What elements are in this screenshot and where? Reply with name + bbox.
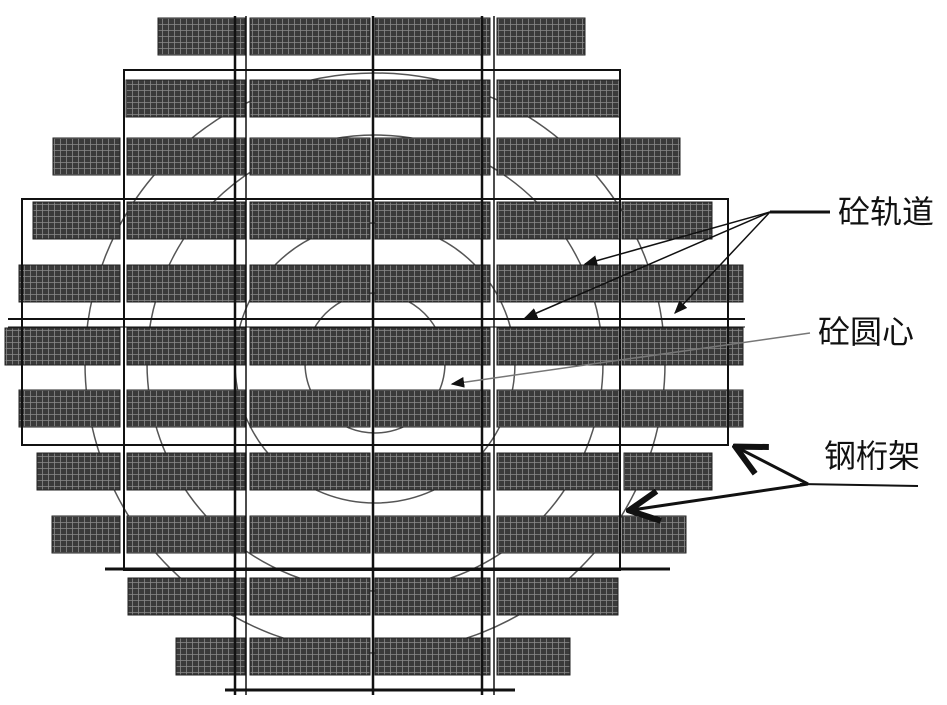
concrete-block [496,327,621,366]
callout-leaders [450,210,919,510]
concrete-rail-label: 砼轨道 [838,193,935,231]
concrete-block [249,79,371,118]
concrete-block [157,17,246,56]
concrete-block [4,327,121,366]
concrete-block [496,79,621,118]
truss-arrow-1 [738,448,809,486]
concrete-block [374,452,491,491]
truss-arrow-2 [632,482,809,510]
concrete-block [496,577,619,616]
concrete-block [496,201,621,240]
concrete-block [18,389,121,428]
concrete-block [496,515,621,554]
concrete-block [36,452,121,491]
concrete-block [374,577,491,616]
concrete-block [126,452,246,491]
concrete-block [249,264,371,303]
concrete-block [125,79,246,118]
concrete-block [621,264,744,303]
concrete-block [374,327,491,366]
concrete-block [175,637,246,676]
concrete-block [621,327,744,366]
concrete-block [496,637,571,676]
concrete-block [621,389,744,428]
concrete-block-rows [4,17,744,676]
rail-arrow-1 [583,211,771,266]
steel-truss-frame [8,16,745,695]
concrete-block [249,515,371,554]
concrete-block [621,201,713,240]
concrete-block [249,17,371,56]
concrete-block [249,637,371,676]
concrete-block [621,515,687,554]
concrete-block [374,137,491,176]
concrete-block [127,577,246,616]
truss-leader-base [799,483,919,487]
rail-arrow-2 [523,211,771,319]
middle-frame [21,198,729,446]
concrete-block [374,515,491,554]
center-leader [450,332,811,388]
concrete-center-label: 砼圆心 [818,313,915,351]
concrete-block [126,137,246,176]
concrete-block [374,264,491,303]
concrete-block [249,577,371,616]
concrete-block [249,201,371,240]
concrete-block [51,515,121,554]
concrete-block [126,515,246,554]
concrete-block [18,264,121,303]
concrete-block [374,79,491,118]
concrete-block [496,17,586,56]
concrete-block [374,17,491,56]
steel-truss-label: 钢桁架 [824,437,921,475]
concrete-block [374,637,491,676]
concrete-block [496,137,681,176]
concrete-block [496,389,621,428]
concrete-block [249,327,371,366]
concrete-block [126,264,246,303]
concrete-block [249,389,371,428]
concrete-block [52,137,121,176]
concrete-block [374,201,491,240]
concrete-block [249,137,371,176]
concrete-block [126,327,246,366]
rail-arrow-3 [674,211,771,314]
concrete-block [249,452,371,491]
concrete-block [126,389,246,428]
concrete-block [32,201,121,240]
concrete-block [126,201,246,240]
concrete-block [623,452,713,491]
concrete-block [374,389,491,428]
concrete-block [496,452,621,491]
concrete-block [496,264,621,303]
